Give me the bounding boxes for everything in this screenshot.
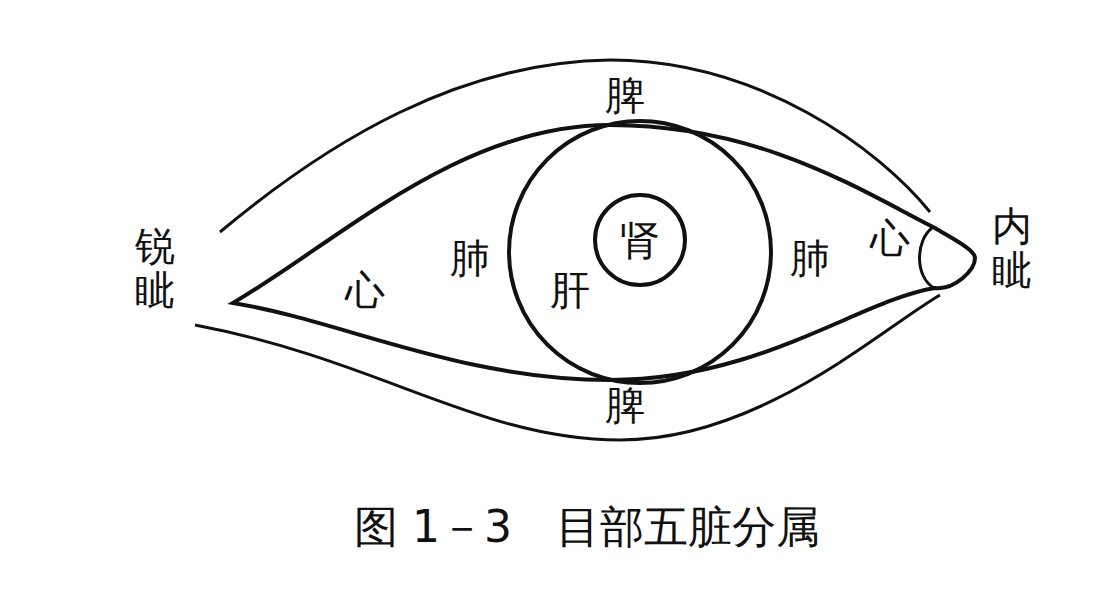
iris-circle-ring [509, 121, 771, 383]
caruncle-line [920, 228, 935, 288]
organ-label: 心 [345, 270, 385, 310]
eye-outline: 肾肝心肺肺心 [225, 115, 985, 390]
canthus-label: 内眦 [992, 204, 1032, 292]
eye-almond [233, 125, 975, 380]
organ-label: 肺 [450, 238, 490, 278]
organ-label: 肝 [550, 270, 590, 310]
iris-circle: 肾肝 [507, 119, 773, 385]
pupil-circle-ring [595, 195, 685, 285]
organ-label: 肾 [620, 220, 660, 260]
pupil-circle: 肾 [593, 193, 687, 287]
lower-lid-line [195, 295, 940, 440]
upper-lid-line [220, 60, 930, 232]
figure-caption: 图 1－3 目部五脏分属 [354, 505, 820, 549]
canthus-label: 锐眦 [135, 224, 175, 312]
organ-label: 肺 [790, 238, 830, 278]
organ-label: 脾 [605, 385, 645, 425]
organ-label: 脾 [605, 75, 645, 115]
organ-label: 心 [870, 218, 910, 258]
